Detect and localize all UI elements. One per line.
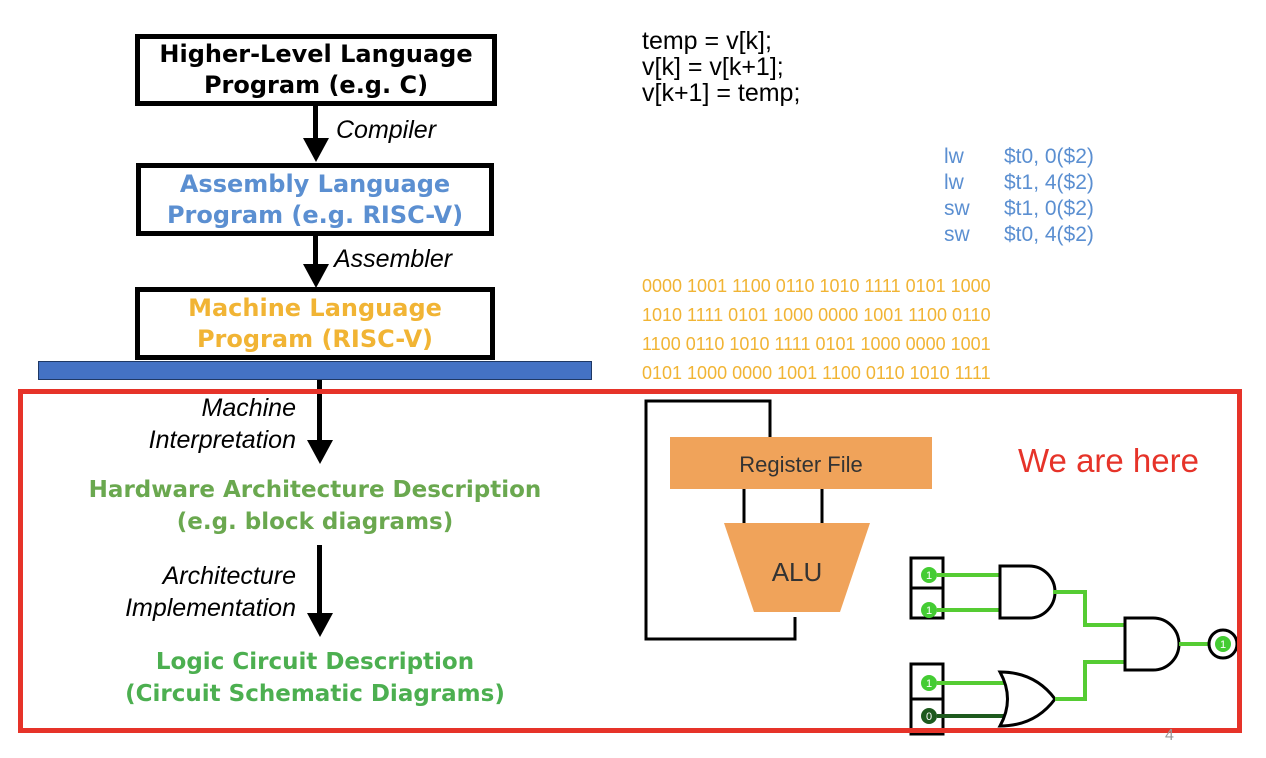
code-line: v[k] = v[k+1];	[642, 53, 784, 81]
box-line: Assembly Language	[179, 169, 451, 198]
highlight-box	[18, 389, 1242, 733]
box-line: Program (e.g. RISC-V)	[166, 200, 464, 229]
box-line: Program (RISC-V)	[196, 324, 434, 353]
asm-line: sw $t1, 0($2)	[944, 196, 1094, 222]
arrow-down-icon	[303, 264, 329, 288]
machine-code-block: 0000 1001 1100 0110 1010 1111 0101 1000 …	[642, 272, 991, 388]
input-dot	[921, 708, 937, 724]
arrow-shaft	[317, 380, 322, 442]
and-gate	[1123, 616, 1181, 672]
machine-interpretation-label: Machine Interpretation	[100, 392, 296, 456]
input-value: 0	[926, 711, 932, 723]
alu-label: ALU	[772, 557, 823, 587]
input-value: 1	[926, 570, 932, 582]
label-line: Machine	[201, 394, 297, 422]
compiler-label: Compiler	[336, 116, 437, 144]
asm-args: $t1, 0($2)	[1004, 197, 1094, 220]
asm-line: lw $t0, 0($2)	[944, 144, 1094, 170]
asm-op: sw	[944, 197, 970, 220]
assembly-code-block: lw $t0, 0($2) lw $t1, 4($2) sw $t1, 0($2) s…	[944, 144, 1094, 248]
slide-number: 4	[1165, 727, 1174, 744]
logic-circuit-description: Logic Circuit Description (Circuit Schem…	[90, 646, 540, 710]
alu-block	[724, 523, 870, 612]
higher-level-language-box: Higher-Level Language Program (e.g. C)	[135, 34, 497, 106]
arrow-shaft	[313, 236, 318, 266]
and-gate	[998, 564, 1057, 620]
arrow-shaft	[313, 106, 318, 140]
box-line: Program (e.g. C)	[203, 71, 429, 99]
feedback-wire	[644, 399, 797, 641]
input-dot	[921, 675, 937, 691]
input-value: 1	[926, 605, 932, 617]
label-line: Implementation	[125, 594, 296, 622]
binary-line: 1010 1111 0101 1000 0000 1001 1100 0110	[642, 305, 991, 325]
wire	[1055, 660, 1125, 701]
desc-line: (Circuit Schematic Diagrams)	[125, 681, 505, 707]
arrow-down-icon	[307, 613, 333, 637]
wire	[1053, 590, 1125, 627]
logic-circuit: 1 1 1 0 1	[909, 556, 1239, 736]
box-line: Higher-Level Language	[159, 40, 473, 68]
register-file-block	[670, 437, 932, 489]
binary-line: 1100 0110 1010 1111 0101 1000 0000 1001	[642, 334, 991, 354]
asm-args: $t0, 4($2)	[1004, 223, 1094, 246]
asm-op: sw	[944, 223, 970, 246]
desc-line: Logic Circuit Description	[155, 649, 475, 675]
we-are-here-label: We are here	[1018, 442, 1199, 479]
code-line: temp = v[k];	[642, 27, 772, 55]
block-diagram: Register File ALU	[644, 399, 932, 641]
arrow-down-icon	[303, 138, 329, 162]
input-value: 1	[926, 678, 932, 690]
abstraction-divider-bar	[38, 361, 592, 380]
code-line: v[k+1] = temp;	[642, 79, 801, 107]
box-line: Machine Language	[188, 293, 442, 322]
assembly-language-box: Assembly Language Program (e.g. RISC-V)	[136, 163, 494, 236]
machine-language-box: Machine Language Program (RISC-V)	[135, 287, 495, 360]
asm-args: $t0, 0($2)	[1004, 145, 1094, 168]
label-line: Architecture	[162, 562, 296, 590]
binary-line: 0101 1000 0000 1001 1100 0110 1010 1111	[642, 363, 991, 383]
asm-op: lw	[944, 145, 964, 168]
architecture-implementation-label: Architecture Implementation	[70, 560, 296, 624]
register-file-label: Register File	[739, 452, 862, 477]
asm-line: lw $t1, 4($2)	[944, 170, 1094, 196]
output-value: 1	[1220, 639, 1226, 651]
asm-args: $t1, 4($2)	[1004, 171, 1094, 194]
binary-line: 0000 1001 1100 0110 1010 1111 0101 1000	[642, 276, 991, 296]
output-dot	[1215, 636, 1231, 652]
arrow-down-icon	[307, 440, 333, 464]
arrow-shaft	[317, 545, 322, 615]
desc-line: Hardware Architecture Description	[88, 477, 542, 503]
input-dot	[921, 567, 937, 583]
asm-op: lw	[944, 171, 964, 194]
desc-line: (e.g. block diagrams)	[176, 509, 454, 535]
input-dot	[921, 602, 937, 618]
c-code-block: temp = v[k]; v[k] = v[k+1]; v[k+1] = tem…	[642, 28, 800, 106]
or-gate	[997, 670, 1057, 728]
label-line: Interpretation	[148, 426, 296, 454]
asm-line: sw $t0, 4($2)	[944, 222, 1094, 248]
hardware-architecture-description: Hardware Architecture Description (e.g. …	[70, 474, 560, 538]
assembler-label: Assembler	[334, 245, 453, 273]
